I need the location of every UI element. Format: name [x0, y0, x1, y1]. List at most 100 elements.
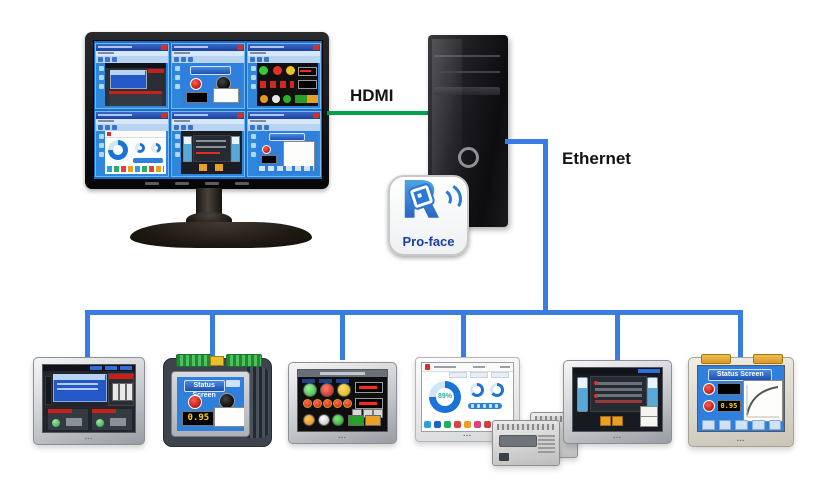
monitor-screen: [93, 40, 323, 180]
gauge-icon: [187, 395, 202, 410]
screen-status-gauges: [181, 63, 242, 106]
ethernet-drop: [738, 310, 743, 360]
window-titlebar: [172, 112, 244, 119]
app-window-dashboard: [95, 111, 169, 177]
window-toolbar: [248, 56, 320, 63]
window-sidebar: [97, 131, 105, 175]
monitor-stand-base: [130, 222, 312, 248]
window-toolbar: [172, 56, 244, 63]
screen-operator-buttons: [257, 63, 318, 106]
lamp-yellow-icon: [337, 383, 352, 398]
ethernet-bus: [85, 310, 743, 315]
screen-icon-row: [702, 420, 782, 430]
gauge-icon: [703, 382, 716, 395]
window-sidebar: [249, 131, 257, 175]
hmi-panel-1: ▪▪▪: [33, 357, 145, 445]
app-window-operator-buttons: [247, 43, 321, 109]
screen-dashboard: [105, 131, 166, 174]
screen-plant-equipment: [181, 131, 242, 174]
value-display: 0.95: [182, 410, 215, 426]
screen-title: Status Screen: [183, 379, 225, 399]
port: [499, 453, 509, 461]
vent-grille: [537, 435, 555, 453]
screen-bezel: Status Screen 0.95: [171, 371, 251, 438]
power-button-icon: [458, 147, 479, 168]
window-sidebar: [173, 131, 181, 175]
screen-title: Status Screen: [708, 368, 773, 381]
terminal-block: [176, 354, 212, 367]
meter-panel: [213, 407, 245, 428]
device-brand-mark: ▪▪▪: [613, 435, 622, 441]
hmi-screen: Status Screen 0.95: [697, 365, 785, 432]
hmi-screen: [572, 367, 663, 432]
digital-display: [355, 398, 384, 410]
hmi-panel-4: Status Screen 0.95 ▪▪▪: [688, 354, 794, 447]
monitor-buttons: [145, 182, 255, 186]
hmi-panel-3: ▪▪▪: [563, 360, 672, 444]
app-window-plant-alarm: [95, 43, 169, 109]
ethernet-drop: [461, 310, 466, 360]
app-window-status-gauges: [171, 43, 245, 109]
window-sidebar: [249, 63, 257, 107]
terminal-connector: [210, 356, 224, 366]
window-titlebar: [248, 44, 320, 51]
connector-teeth: [497, 424, 555, 430]
close-icon: [237, 45, 243, 50]
hmi-screen: [297, 369, 388, 432]
ethernet-drop: [210, 310, 215, 360]
lamp-green-icon: [303, 383, 318, 398]
app-window-plant-equipment: [171, 111, 245, 177]
slider-control: [468, 403, 502, 409]
window-menubar: [248, 51, 320, 56]
window-toolbar: [248, 124, 320, 131]
arc-gauge: [470, 383, 484, 397]
trend-curve: [745, 385, 779, 418]
trend-chart: [742, 380, 783, 423]
device-brand-mark: ▪▪▪: [338, 435, 347, 441]
digital-display: [355, 382, 384, 394]
gloss-highlight: [432, 39, 462, 189]
device-brand-mark: ▪▪▪: [463, 433, 472, 439]
value-display: [716, 382, 741, 395]
top-connector: [753, 354, 783, 364]
controller-body: Status Screen 0.95: [163, 354, 272, 447]
window-menubar: [248, 119, 320, 124]
window-sidebar: [173, 63, 181, 107]
gauge-icon: [703, 399, 716, 412]
hmi-panel-2: ▪▪▪: [288, 362, 397, 444]
remote-io-module: [492, 420, 560, 466]
window-menubar: [96, 51, 168, 56]
app-logo-icon: [425, 364, 430, 370]
donut-value: 89%: [437, 393, 452, 400]
hmi-screen: [42, 364, 136, 433]
window-toolbar: [172, 124, 244, 131]
close-icon: [313, 45, 319, 50]
arc-gauge: [490, 383, 504, 397]
hmi-screen: Status Screen 0.95: [177, 377, 245, 432]
terminal-block: [226, 354, 262, 367]
window-titlebar: [96, 44, 168, 51]
heat-sink-fins: [247, 367, 269, 438]
proface-logo: R Pro-face: [388, 171, 469, 256]
ethernet-drop: [615, 310, 620, 360]
window-menubar: [96, 119, 168, 124]
close-icon: [313, 113, 319, 118]
value-display: 0.95: [716, 399, 741, 412]
desktop-monitor: [85, 32, 329, 189]
window-toolbar: [96, 124, 168, 131]
window-sidebar: [97, 63, 105, 107]
hdmi-cable: [327, 111, 430, 115]
close-icon: [237, 113, 243, 118]
app-window-status-trend: [247, 111, 321, 177]
window-titlebar: [96, 112, 168, 119]
screen-status-trend: [257, 131, 318, 174]
window-menubar: [172, 51, 244, 56]
ethernet-label: Ethernet: [562, 149, 631, 168]
ethernet-drop: [85, 310, 90, 360]
close-icon: [161, 113, 167, 118]
lamp-red-icon: [320, 383, 335, 398]
window-titlebar: [248, 112, 320, 119]
control-panel-graphic: [589, 375, 648, 412]
ethernet-cable: [543, 139, 548, 315]
donut-gauge: 89%: [429, 381, 461, 413]
